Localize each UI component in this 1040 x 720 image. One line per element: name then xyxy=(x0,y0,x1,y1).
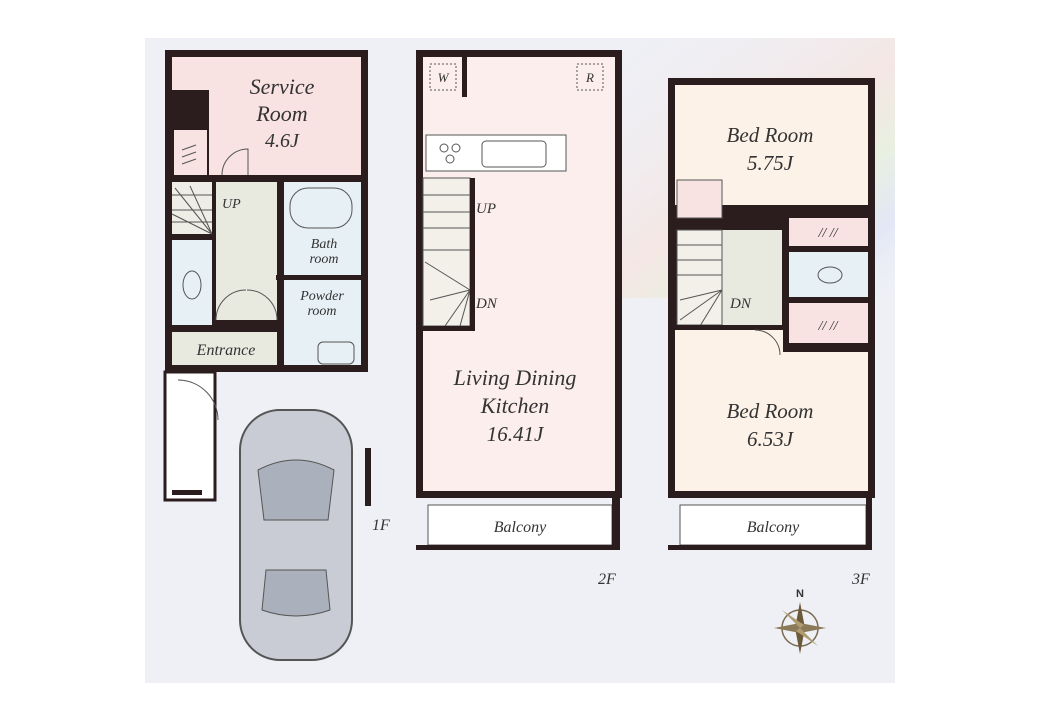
entrance-label: Entrance xyxy=(196,342,256,359)
floor-label-3f: 3F xyxy=(851,571,870,588)
bedroom-2 xyxy=(675,352,868,491)
bedroom-2-size: 6.53J xyxy=(747,427,795,451)
fridge-mark: R xyxy=(585,70,594,85)
compass-icon xyxy=(774,602,826,654)
service-room-label-2: Room xyxy=(255,101,307,126)
balcony-label-3f: Balcony xyxy=(747,519,800,536)
service-room-size: 4.6J xyxy=(265,130,300,152)
floor-1f: Service Room 4.6J UP Bath room Powder ro… xyxy=(163,50,368,502)
service-room-label: Service xyxy=(250,74,315,99)
ldk-size: 16.41J xyxy=(487,422,545,446)
entrance xyxy=(172,332,277,365)
bedroom-1-label: Bed Room xyxy=(727,123,814,147)
stairs-dn-label-3f: DN xyxy=(729,296,752,312)
powder-room-label: Powder xyxy=(299,289,344,304)
stairs-up-label: UP xyxy=(222,197,241,212)
floor-label-2f: 2F xyxy=(598,571,616,588)
toilet-3f xyxy=(789,252,868,297)
car-icon xyxy=(239,409,353,661)
bedroom-1-size: 5.75J xyxy=(747,151,795,175)
floor-2f: W R UP DN Living Dining Kitchen 16.41J B… xyxy=(416,50,622,550)
balcony-3f xyxy=(679,504,867,546)
hall-3f xyxy=(722,230,782,325)
closet-3f xyxy=(676,179,723,219)
closet-mark-2: // // xyxy=(817,319,838,334)
bathroom-label: Bath xyxy=(311,237,337,252)
stairs-dn-label-2f: DN xyxy=(475,296,498,312)
closet-mark: // // xyxy=(817,226,838,241)
closet-upper xyxy=(789,218,868,246)
closet xyxy=(174,130,207,175)
balcony-2f xyxy=(427,504,613,546)
powder-room xyxy=(284,280,361,365)
closet-lower xyxy=(789,303,868,343)
ldk-label: Living Dining xyxy=(453,365,577,390)
ldk-label-2: Kitchen xyxy=(480,393,549,418)
compass-north-label: N xyxy=(796,588,804,600)
washer-mark: W xyxy=(438,70,450,85)
floor-label-1f: 1F xyxy=(372,517,390,534)
powder-room-label-2: room xyxy=(307,304,336,319)
stairs-up-label-2f: UP xyxy=(476,201,496,217)
bathroom-label-2: room xyxy=(309,252,338,267)
floor-3f: // // // // DN Bed Room 5.75J Bed Room 6… xyxy=(668,78,875,550)
balcony-label-2f: Balcony xyxy=(494,519,547,536)
bedroom-2-label: Bed Room xyxy=(727,399,814,423)
toilet-1f xyxy=(172,240,212,325)
stairs-2f xyxy=(422,177,471,327)
stairs-3f xyxy=(676,229,723,326)
